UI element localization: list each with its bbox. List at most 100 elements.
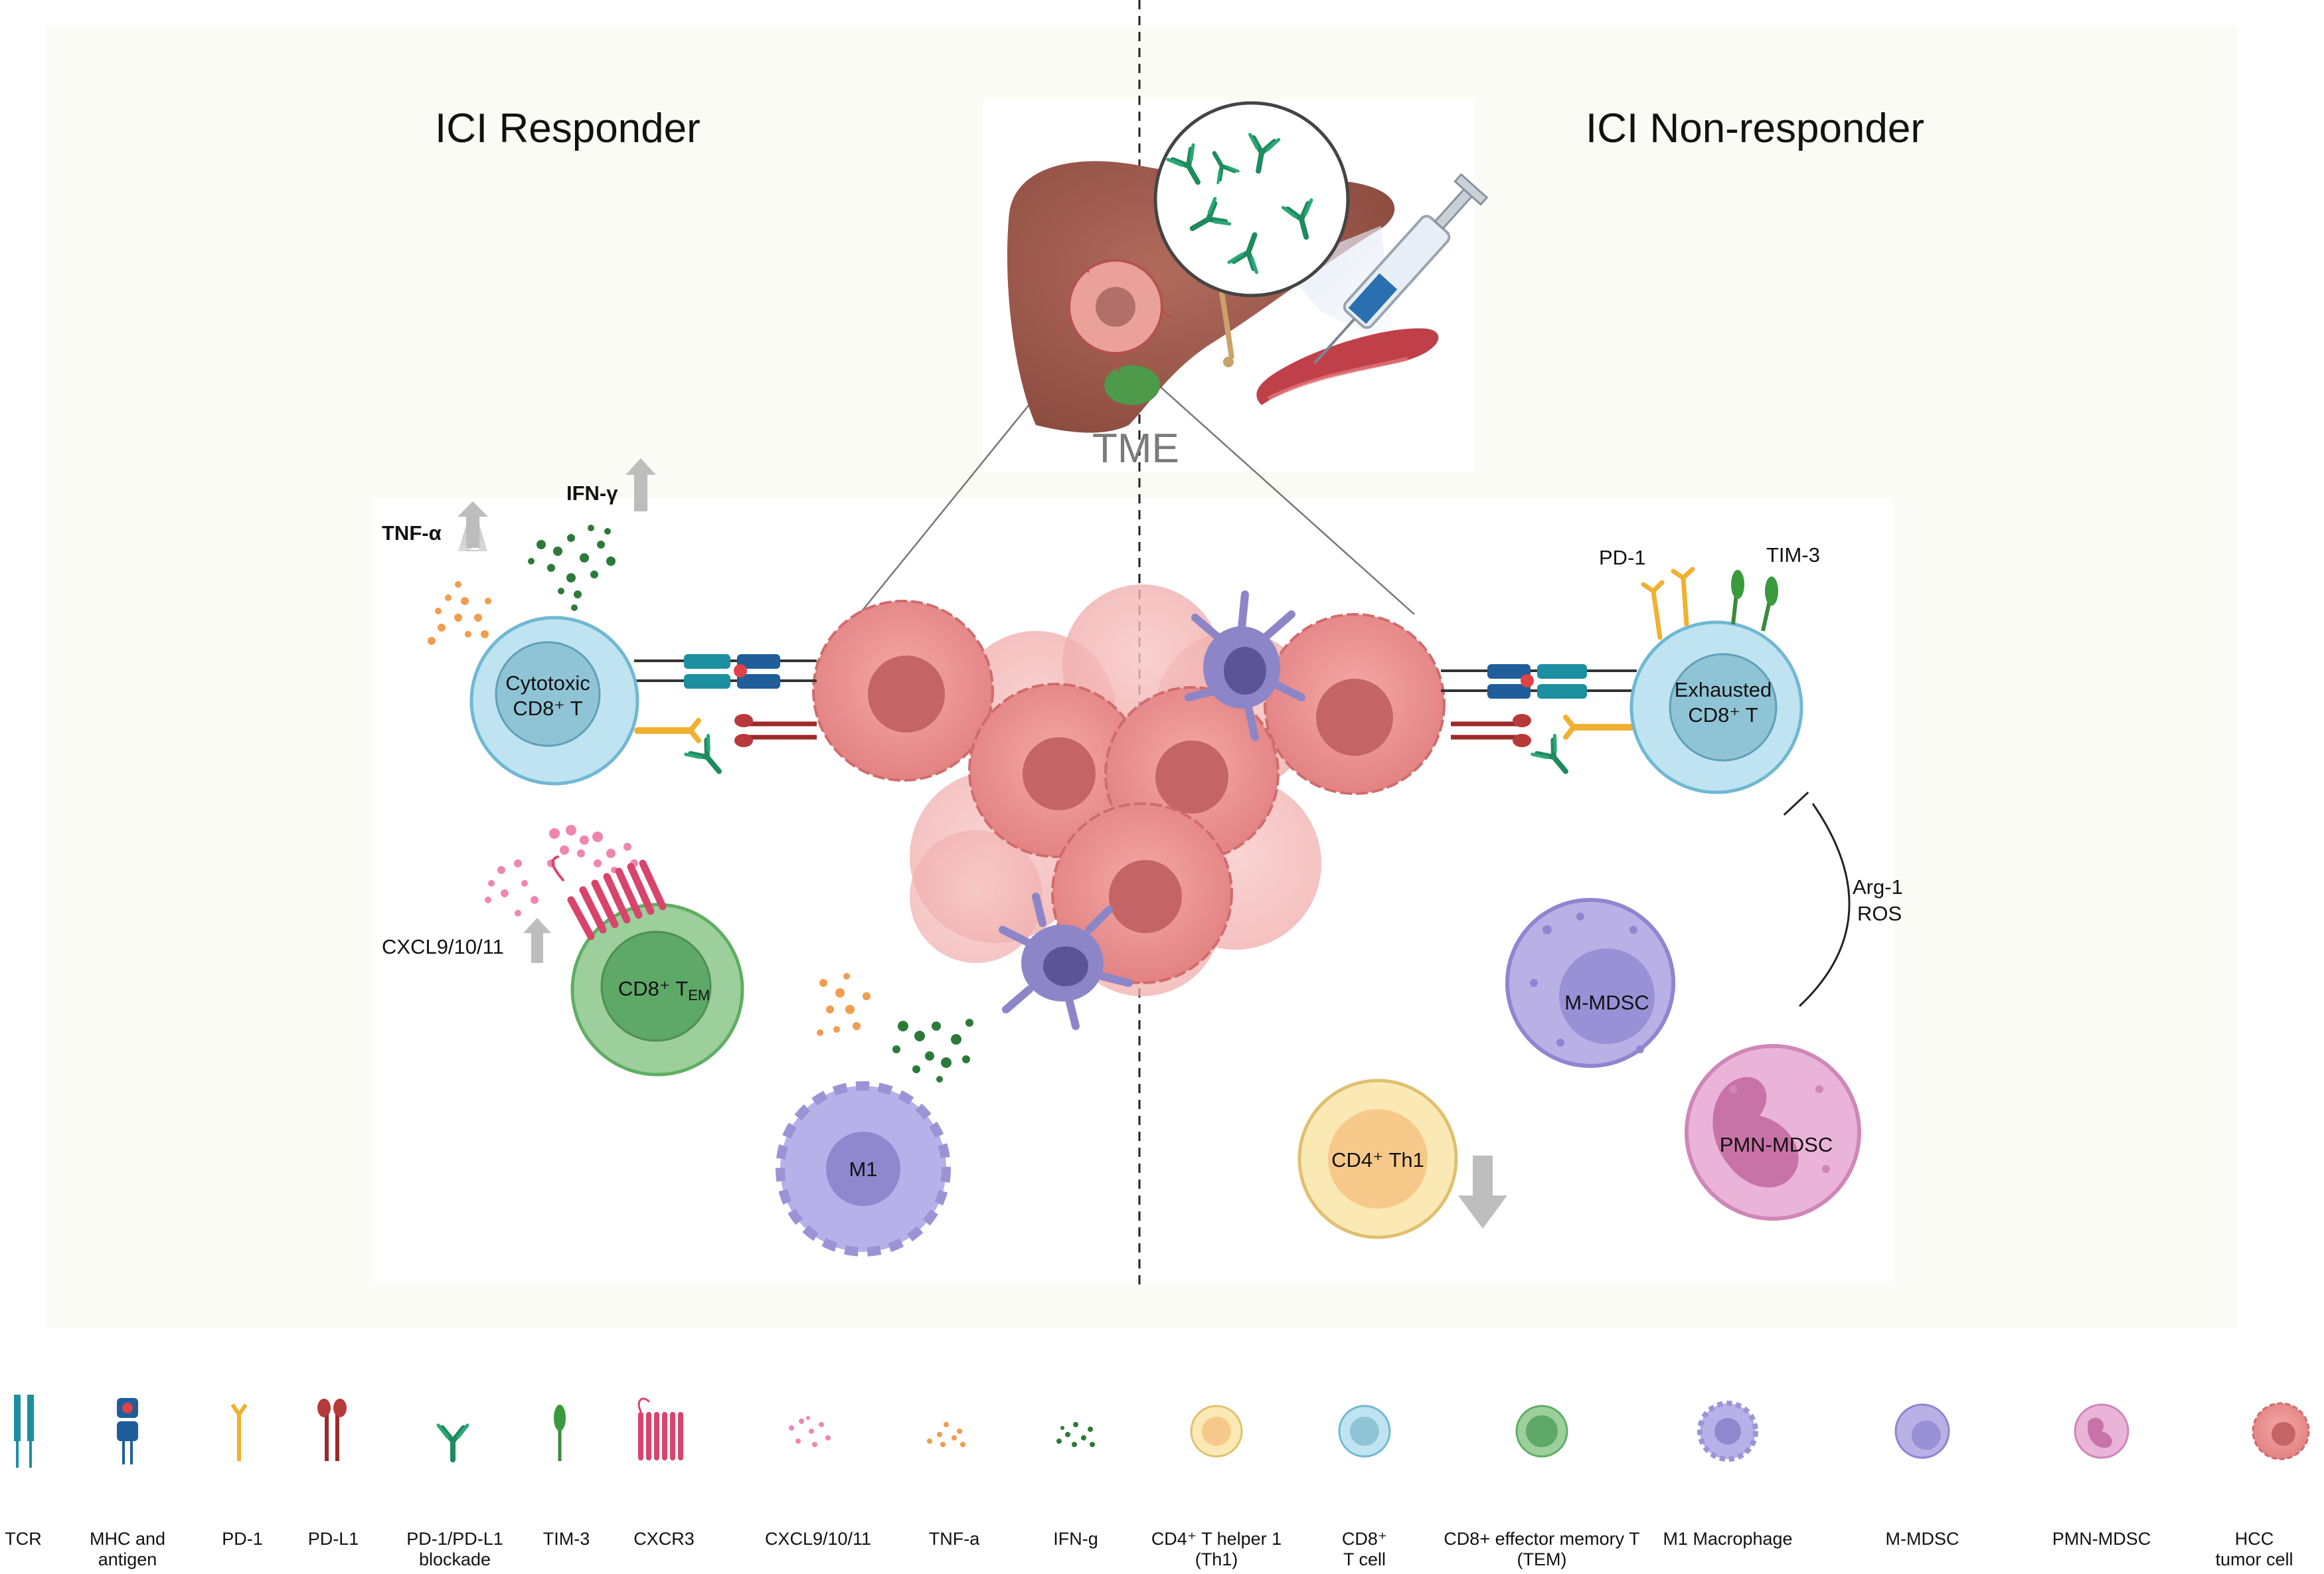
legend-line: IFN-g xyxy=(1053,1529,1098,1549)
tim3-label: TIM-3 xyxy=(1766,543,1820,567)
pmn-mdsc-icon xyxy=(2074,1403,2129,1459)
m1-ifn-dots xyxy=(892,1019,973,1083)
legend-label-cd8: CD8⁺T cell xyxy=(1288,1529,1441,1570)
legend-line: TCR xyxy=(5,1529,42,1549)
exhausted-label-line2: CD8⁺ T xyxy=(1688,703,1758,727)
legend-line: CXCR3 xyxy=(633,1529,695,1549)
cytotoxic-cd8-label: Cytotoxic CD8⁺ T xyxy=(495,671,601,721)
tcr-icon xyxy=(14,1395,34,1468)
tcr-mhc-complex-left xyxy=(634,654,817,689)
legend-line: TIM-3 xyxy=(542,1529,590,1549)
pmn-mdsc-cell xyxy=(1685,1044,1861,1221)
tumor-cluster xyxy=(812,584,1446,1030)
legend-line: CD4⁺ T helper 1 xyxy=(1151,1529,1282,1549)
exhausted-cd8-t-cell xyxy=(1629,620,1803,794)
cxcr3-receptor xyxy=(551,855,667,940)
legend-label-tnf: TNF-a xyxy=(878,1529,1031,1549)
ifn-gamma-label: IFN-γ xyxy=(566,481,618,505)
hcc-tumor-cell-icon xyxy=(2252,1402,2310,1460)
tnf-alpha-label: TNF-α xyxy=(382,521,442,545)
legend-label-pmn-mdsc: PMN-MDSC xyxy=(2025,1529,2178,1549)
cd8-tem-label: CD8⁺ TEM xyxy=(604,976,724,1008)
exhausted-cd8-label: Exhausted CD8⁺ T xyxy=(1667,677,1780,728)
m1-tnf-dots xyxy=(817,973,871,1036)
ros-label: ROS xyxy=(1857,902,1902,925)
pdl1-icon xyxy=(317,1399,347,1461)
pd1-label: PD-1 xyxy=(1599,546,1646,569)
tnf-alpha-dots xyxy=(428,581,491,645)
zoom-line-right xyxy=(1128,358,1415,615)
legend-line: CD8+ effector memory T xyxy=(1444,1529,1640,1549)
tumor-cell xyxy=(1051,802,1233,984)
legend-line: (TEM) xyxy=(1517,1549,1567,1569)
antibody-icon xyxy=(438,1425,467,1460)
inhibition-bar xyxy=(1783,791,1809,816)
legend-label-th1: CD4⁺ T helper 1(Th1) xyxy=(1140,1529,1293,1570)
pd1-icon xyxy=(230,1403,248,1461)
tme-label: TME xyxy=(1092,426,1179,472)
non-responder-heading: ICI Non-responder xyxy=(1586,106,1925,151)
legend-line: tumor cell xyxy=(2215,1549,2293,1569)
m-mdsc-cell xyxy=(1505,898,1675,1068)
legend-line: (Th1) xyxy=(1195,1549,1238,1569)
tem-label-main: CD8⁺ T xyxy=(618,977,689,1000)
ifn-up-arrow xyxy=(625,458,656,511)
legend-line: blockade xyxy=(418,1549,491,1569)
th1-label: CD4⁺ Th1 xyxy=(1331,1148,1424,1172)
magnified-antibody-circle xyxy=(1153,101,1350,298)
legend-label-m-mdsc: M-MDSC xyxy=(1846,1529,1999,1549)
legend-label-pdl1: PD-L1 xyxy=(257,1529,410,1549)
cd8-tem-cell-icon xyxy=(1515,1405,1568,1458)
tim3-receptors-exhausted xyxy=(1731,570,1778,632)
cxcl-label: CXCL9/10/11 xyxy=(382,935,504,958)
th1-down-arrow xyxy=(1458,1156,1507,1229)
pd1-pdl1-right xyxy=(1451,714,1637,781)
tumor-cell xyxy=(1264,613,1446,795)
legend-line: T cell xyxy=(1343,1549,1386,1569)
tumor-cell xyxy=(812,600,994,782)
legend-line: PD-1/PD-L1 xyxy=(406,1529,503,1549)
pmn-mdsc-label: PMN-MDSC xyxy=(1719,1133,1833,1156)
legend-label-ifn: IFN-g xyxy=(999,1529,1152,1549)
dendritic-cell xyxy=(999,893,1133,1030)
ifn-dots-icon xyxy=(1056,1422,1095,1447)
m1-label: M1 xyxy=(849,1158,878,1181)
cytotoxic-cd8-t-cell xyxy=(469,616,639,786)
legend-label-cxcr3: CXCR3 xyxy=(588,1529,740,1549)
legend-label-cxcl: CXCL9/10/11 xyxy=(742,1529,894,1549)
tnf-dots-icon xyxy=(927,1422,965,1447)
cxcl-up-arrow xyxy=(523,918,551,963)
tnf-arrow-shape xyxy=(457,501,488,548)
cd4-th1-cell-icon xyxy=(1190,1405,1243,1458)
dendritic-cell xyxy=(1185,590,1305,741)
legend-label-m1: M1 Macrophage xyxy=(1651,1529,1804,1549)
cxcr3-icon xyxy=(637,1397,683,1460)
cytotoxic-label-line1: Cytotoxic xyxy=(505,671,590,695)
m1-macrophage xyxy=(776,1081,951,1257)
tim3-icon xyxy=(554,1405,566,1461)
mhc-antigen-icon xyxy=(117,1398,138,1464)
legend-line: HCC xyxy=(2234,1529,2274,1549)
legend-label-tcr: TCR xyxy=(0,1529,100,1549)
blood-vessel xyxy=(1256,328,1439,405)
legend-line: MHC and xyxy=(89,1529,166,1549)
legend-label-tem: CD8+ effector memory T(TEM) xyxy=(1436,1529,1648,1570)
m-mdsc-icon xyxy=(1894,1403,1950,1459)
tem-label-sub: EM xyxy=(688,987,710,1004)
tnf-up-arrow-shaft xyxy=(467,550,479,551)
cytotoxic-label-line2: CD8⁺ T xyxy=(513,697,583,720)
m-mdsc-label: M-MDSC xyxy=(1564,991,1649,1014)
legend-line: PMN-MDSC xyxy=(2052,1529,2151,1549)
legend-line: TNF-a xyxy=(928,1529,980,1549)
cd4-th1-cell xyxy=(1297,1079,1458,1239)
zoom-line-left xyxy=(856,371,1056,618)
syringe xyxy=(1313,173,1489,365)
legend-line: CXCL9/10/11 xyxy=(764,1529,872,1549)
legend-line: PD-L1 xyxy=(307,1529,359,1549)
legend-label-pd1: PD-1 xyxy=(166,1529,319,1549)
legend-icons xyxy=(14,1395,2310,1468)
